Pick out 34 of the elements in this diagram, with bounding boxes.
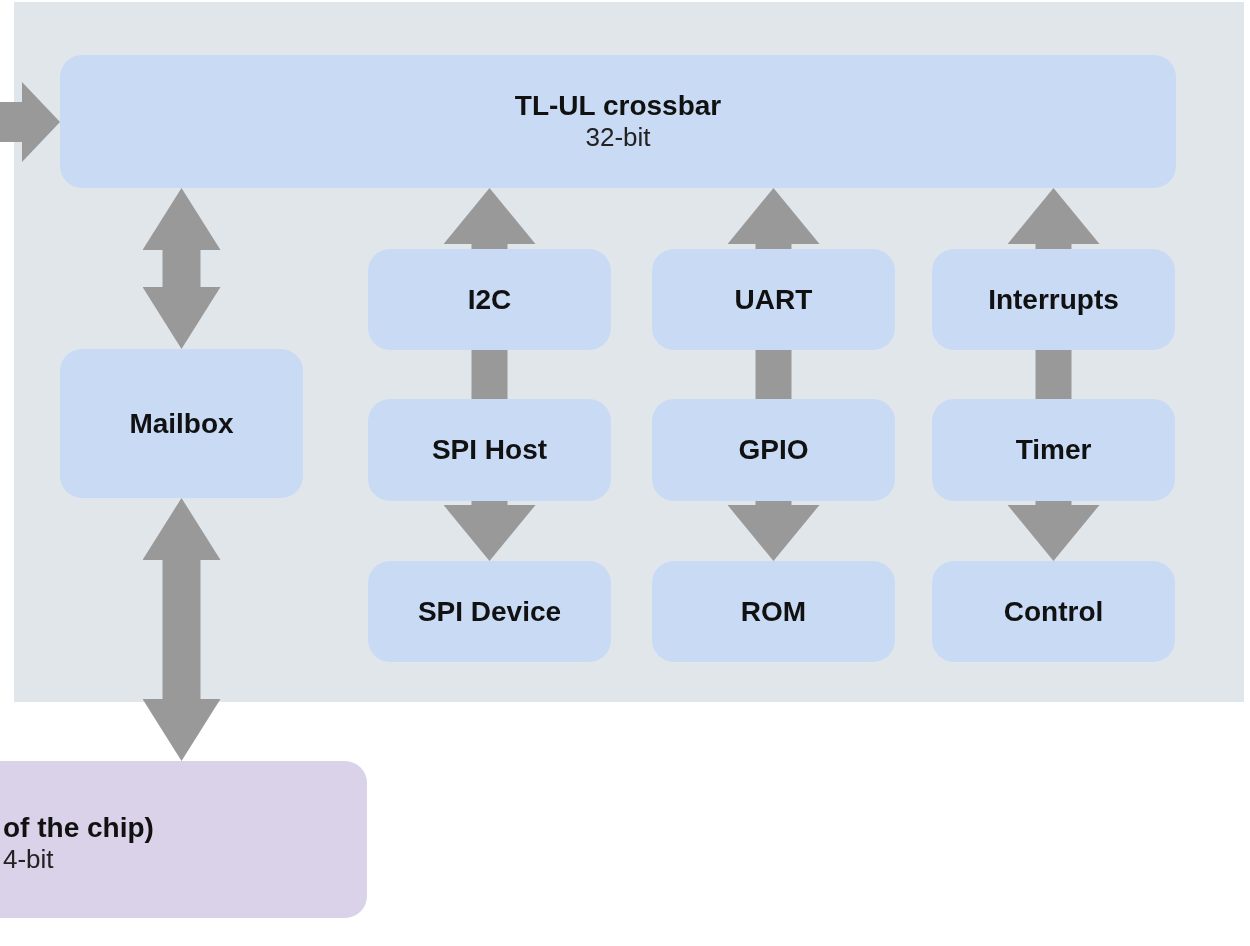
bus-width-label: 32-bit xyxy=(585,122,651,153)
block-title: SPI Device xyxy=(417,595,562,628)
arrow xyxy=(142,188,221,349)
bus-width-label: 4-bit xyxy=(3,844,54,875)
block-box xyxy=(368,561,611,662)
arrow xyxy=(1007,501,1100,561)
block-box xyxy=(932,561,1175,662)
arrow xyxy=(142,498,221,761)
block-box xyxy=(652,399,895,501)
block-box xyxy=(652,249,895,350)
arrow xyxy=(443,188,536,249)
arrow xyxy=(727,501,820,561)
arrow xyxy=(727,188,820,249)
block-title: Control xyxy=(1003,595,1104,628)
block-title: GPIO xyxy=(738,434,809,466)
block-box xyxy=(932,399,1175,501)
block-box xyxy=(932,249,1175,350)
block-box xyxy=(60,349,303,498)
block-title: UART xyxy=(734,283,813,316)
block-box xyxy=(60,55,1176,188)
arrow xyxy=(1007,188,1100,249)
block-title: Mailbox xyxy=(129,407,234,440)
block-title: of the chip) xyxy=(3,812,154,844)
block-box xyxy=(368,399,611,501)
block-title: SPI Host xyxy=(431,434,548,466)
arrow xyxy=(443,501,536,561)
arrow xyxy=(0,82,60,162)
block-title: I2C xyxy=(467,283,512,316)
block-box xyxy=(368,249,611,350)
block-title: Interrupts xyxy=(988,283,1119,316)
block-title: TL-UL crossbar xyxy=(514,90,722,122)
block-box xyxy=(652,561,895,662)
block-title: Timer xyxy=(1015,434,1092,466)
block-title: ROM xyxy=(740,595,807,628)
